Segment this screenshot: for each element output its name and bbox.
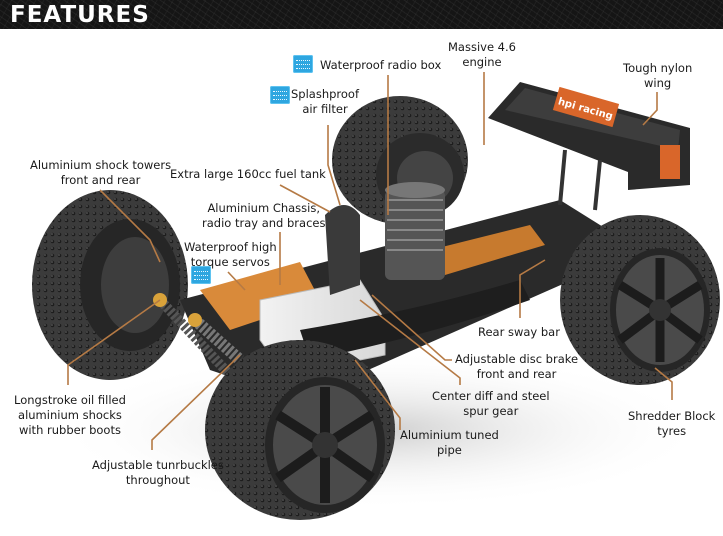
callout-turnbuckles-line-2: throughout xyxy=(125,473,190,487)
callout-engine: Massive 4.6 engine xyxy=(448,40,516,70)
leader-turnbuckles xyxy=(151,354,241,450)
features-header: FEATURES xyxy=(0,0,723,29)
callout-wing-line-1: Tough nylon xyxy=(623,61,693,75)
header-title: FEATURES xyxy=(10,2,150,28)
callout-disc-brake-line-2: front and rear xyxy=(476,367,557,381)
leader-disc-brake xyxy=(371,294,452,361)
leader-shock-towers xyxy=(99,189,161,263)
front-right-wheel xyxy=(205,340,395,520)
callout-servos-line-2: torque servos xyxy=(190,255,270,269)
front-left-wheel xyxy=(32,190,188,380)
waterproof-icon xyxy=(270,86,290,104)
leader-sway-bar xyxy=(519,259,546,318)
callout-servos: Waterproof high torque servos xyxy=(184,240,277,270)
tuned-pipe xyxy=(300,280,530,360)
callout-tyres-line-2: tyres xyxy=(657,424,687,438)
callout-center-diff-line-1: Center diff and steel xyxy=(432,389,550,403)
radio-tray xyxy=(200,262,320,330)
leader-fuel-tank xyxy=(279,184,331,213)
leader-shocks xyxy=(67,299,161,385)
callout-tuned-pipe-line-2: pipe xyxy=(436,443,462,457)
callout-fuel-tank-line-1: Extra large 160cc fuel tank xyxy=(170,167,326,181)
callout-wing-line-2: wing xyxy=(644,76,672,90)
leader-air-filter xyxy=(327,125,341,206)
leader-tyres xyxy=(654,367,673,400)
callout-engine-line-1: Massive 4.6 xyxy=(448,40,516,54)
callout-shocks-line-1: Longstroke oil filled xyxy=(14,393,126,407)
callout-turnbuckles-line-1: Adjustable tunrbuckles xyxy=(92,458,224,472)
callout-sway-bar-line-1: Rear sway bar xyxy=(478,325,560,339)
callout-center-diff: Center diff and steel spur gear xyxy=(432,389,550,419)
engine xyxy=(385,182,445,280)
callout-chassis-line-1: Aluminium Chassis, xyxy=(207,201,321,215)
chassis-brace xyxy=(430,225,545,275)
callout-air-filter-line-1: Splashproof xyxy=(291,87,360,101)
callout-center-diff-line-2: spur gear xyxy=(463,404,519,418)
callout-shocks: Longstroke oil filled aluminium shocks w… xyxy=(14,393,126,438)
rear-right-wheel xyxy=(560,215,720,385)
callout-sway-bar: Rear sway bar xyxy=(478,325,560,340)
callout-air-filter-line-2: air filter xyxy=(302,102,348,116)
leader-tuned-pipe xyxy=(354,359,401,430)
callout-chassis-line-2: radio tray and braces xyxy=(202,216,326,230)
callout-tuned-pipe: Aluminium tuned pipe xyxy=(400,428,499,458)
callout-engine-line-2: engine xyxy=(462,55,502,69)
callout-tyres-line-1: Shredder Block xyxy=(628,409,716,423)
waterproof-icon xyxy=(191,266,211,284)
callout-chassis: Aluminium Chassis, radio tray and braces xyxy=(202,201,325,231)
callout-disc-brake-line-1: Adjustable disc brake xyxy=(455,352,579,366)
callout-turnbuckles: Adjustable tunrbuckles throughout xyxy=(92,458,224,488)
callout-wing: Tough nylon wing xyxy=(623,61,692,91)
callout-fuel-tank: Extra large 160cc fuel tank xyxy=(170,167,326,182)
callout-radio-box-line-1: Waterproof radio box xyxy=(320,58,442,72)
callout-disc-brake: Adjustable disc brake front and rear xyxy=(455,352,578,382)
callout-radio-box: Waterproof radio box xyxy=(320,58,441,73)
waterproof-icon xyxy=(293,55,313,73)
leader-servos xyxy=(227,271,246,291)
callout-shock-towers-line-2: front and rear xyxy=(60,173,141,187)
callout-shocks-line-3: with rubber boots xyxy=(18,423,121,437)
leader-center-diff xyxy=(359,299,461,385)
rear-wing: hpi racing xyxy=(488,82,690,211)
callout-servos-line-1: Waterproof high xyxy=(184,240,277,254)
callout-shocks-line-2: aluminium shocks xyxy=(18,408,122,422)
callout-shock-towers-line-1: Aluminium shock towers xyxy=(30,158,172,172)
callout-shock-towers: Aluminium shock towers front and rear xyxy=(30,158,171,188)
callout-tyres: Shredder Block tyres xyxy=(628,409,715,439)
callout-tuned-pipe-line-1: Aluminium tuned xyxy=(400,428,499,442)
leader-wing xyxy=(642,92,658,126)
front-shocks xyxy=(153,293,244,379)
leader-lines xyxy=(67,72,673,450)
callout-air-filter: Splashproof air filter xyxy=(291,87,359,117)
air-filter xyxy=(325,205,360,295)
